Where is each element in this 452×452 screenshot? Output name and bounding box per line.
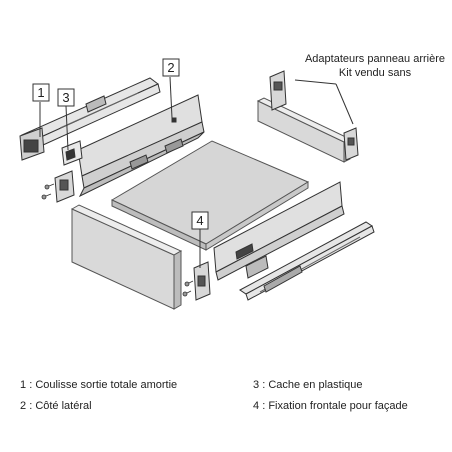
legend-item-4-text: Fixation frontale pour façade [268,400,408,412]
legend-item-3: 3 : Cache en plastique [253,378,363,392]
left-side-panel [77,94,205,198]
callout-3-box [57,88,75,107]
right-drawer-slide [239,221,375,301]
callout-4-box [191,211,209,230]
legend-item-2-number: 2 [20,400,27,412]
legend-item-1-text: Coulisse sortie totale amortie [35,379,178,391]
adapter-caption-line-1: Adaptateurs panneau arrière [305,53,445,65]
legend-item-4-number: 4 [253,400,260,412]
legend-item-2: 2 : Côté latéral [20,399,92,413]
legend-item-4: 4 : Fixation frontale pour façade [253,399,408,413]
right-side-panel [213,181,345,281]
legend-item-2-text: Côté latéral [35,400,92,412]
legend-item-3-separator: : [262,379,269,391]
rear-panel-adapter-top [269,70,287,111]
legend-item-4-separator: : [262,400,269,412]
callout-1-number: 1 [37,85,44,100]
callout-3-number: 3 [62,90,69,105]
callout-1-box [32,83,50,102]
left-front-fixing [54,140,83,203]
legend-item-1: 1 : Coulisse sortie totale amortie [20,378,177,392]
adapter-leader-line-2 [335,83,354,125]
left-drawer-slide [19,77,161,161]
left-screws [41,183,55,200]
right-screws [182,280,194,297]
legend-item-1-number: 1 [20,379,27,391]
drawer-bottom-edge-right [205,181,309,251]
legend-item-3-number: 3 [253,379,260,391]
legend-item-1-separator: : [29,379,36,391]
legend-item-3-text: Cache en plastique [268,379,363,391]
front-panel [70,204,183,310]
right-front-fixing [193,261,211,301]
callout-3-leader [65,105,69,151]
adapter-caption-line-2: Kit vendu sans [339,67,412,79]
callout-2-box [162,58,180,77]
callout-4-number: 4 [196,213,203,228]
adapter-leader-line-1 [294,79,337,85]
legend-item-2-separator: : [29,400,36,412]
callout-2-leader [169,76,173,119]
callout-2-number: 2 [167,60,174,75]
rear-panel-adapter-bottom [343,127,359,161]
